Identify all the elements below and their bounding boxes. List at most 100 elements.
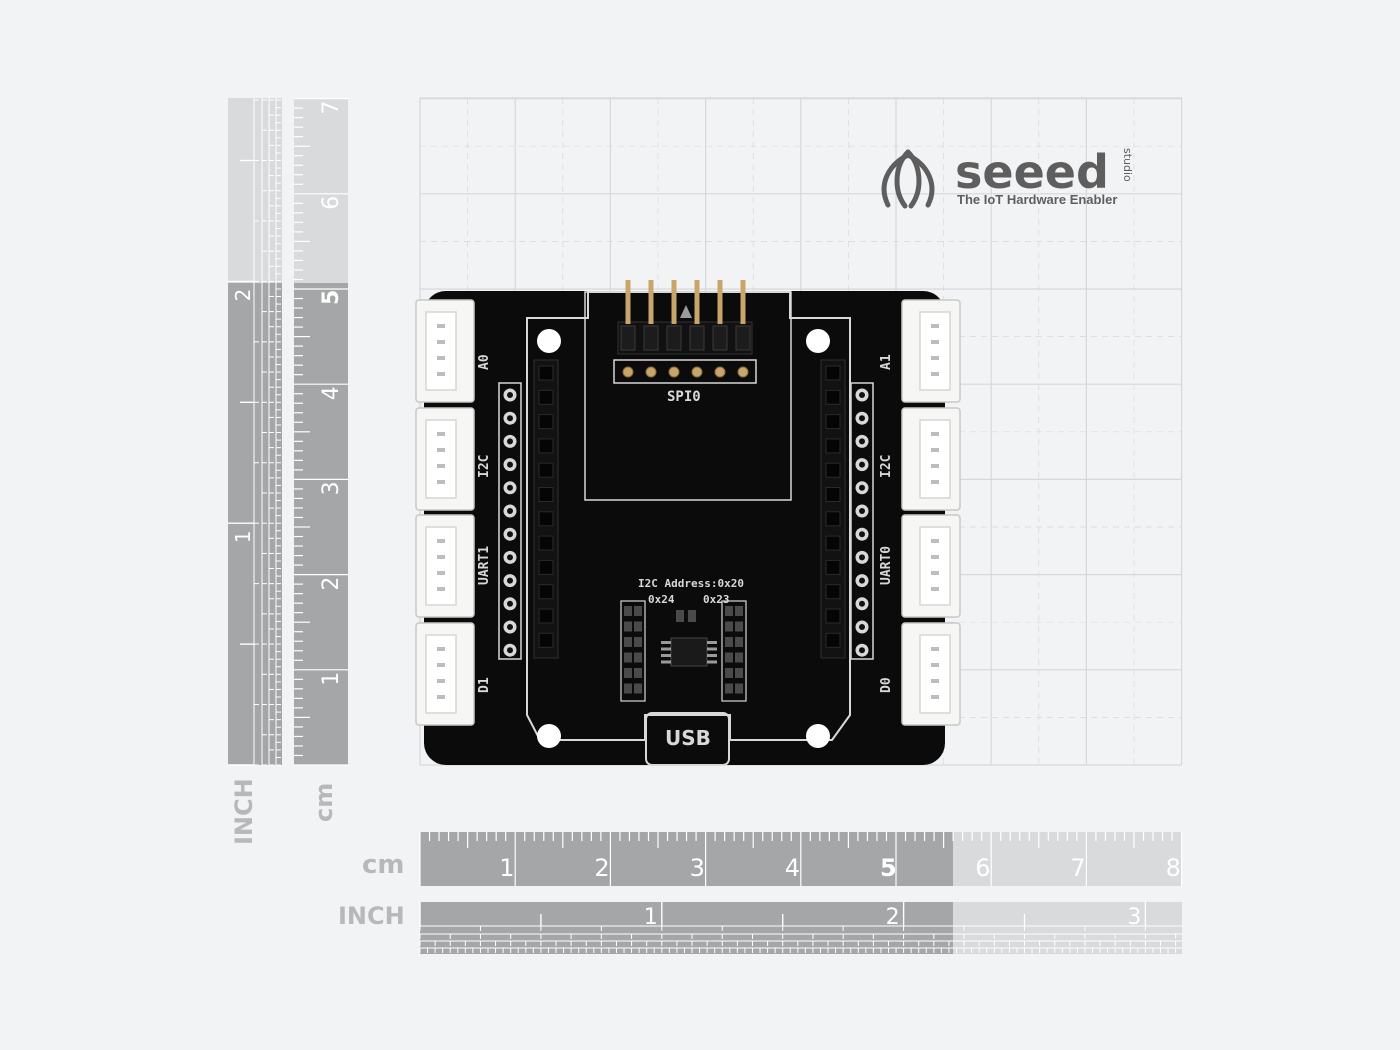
vertical-cm-label: cm [310,783,338,822]
header-socket [825,365,841,381]
jumper-pad [725,606,733,616]
jumper-pad [634,652,642,663]
jumper-pad [735,668,743,678]
header-socket [825,511,841,527]
ruler-number: 2 [319,577,344,591]
grove-pin [437,480,445,484]
jumper-pad [634,683,642,694]
grove-pin [931,356,939,360]
silk-connector-label: D0 [879,677,894,693]
grove-cavity [919,526,951,606]
spi-pad [622,366,634,378]
female-header-right [820,359,846,659]
header-socket [825,608,841,624]
grove-connector: A0 [415,299,492,403]
spi-pad [645,366,657,378]
grove-cavity [425,311,457,391]
jumper-pad [735,606,743,616]
pin-hole-center [859,647,865,654]
ruler-number: 3 [1127,905,1141,930]
grove-cavity [425,634,457,714]
grove-pin [437,555,445,559]
ruler-number: 3 [319,481,344,495]
ruler-number: 1 [644,905,658,930]
header-socket [538,632,554,648]
chip-leg [707,654,717,657]
grove-pin [437,571,445,575]
grove-pin [437,448,445,452]
grove-connector: D1 [415,622,492,726]
grove-pin [931,679,939,683]
chip-leg [707,660,717,664]
header-socket [825,389,841,405]
jumper-pad [624,683,632,694]
spi-pin-cell [620,325,636,351]
spi-pad [737,366,749,378]
header-socket [538,608,554,624]
header-socket [538,462,554,478]
header-socket [538,584,554,600]
pad-outline [721,600,747,702]
pin-hole-center [859,508,865,514]
jumper-pad [634,621,642,632]
logo-brand: seeed [955,145,1109,199]
seeed-logo: seeed studio The IoT Hardware Enabler [881,145,1134,209]
mount-hole [537,329,561,353]
jumper-pad [688,610,696,622]
mount-hole [806,724,830,748]
grove-pin [931,340,939,344]
grove-pin [931,480,939,484]
spi-pin [648,280,654,324]
pad-outline [620,600,646,702]
header-socket [538,511,554,527]
silk-spi: SPI0 [667,389,701,405]
grove-connector: UART0 [879,514,961,618]
ruler-number: 4 [785,854,800,882]
header-socket [538,365,554,381]
jumper-pad [676,610,684,622]
spi-housing [617,321,753,355]
spi-pad [691,366,703,378]
grove-pin [437,356,445,360]
pin-hole-center [507,554,513,561]
ruler-number: 7 [319,101,344,115]
silk-connector-label: I2C [477,455,492,478]
grove-pin [437,679,445,683]
spi-pin-cell [689,325,705,351]
usb-outline [645,712,730,766]
ruler-body-light [294,98,348,283]
jumper-pad [634,606,642,616]
pin-hole-center [859,484,865,491]
ruler-body-light [953,902,1182,954]
jumper-pad [725,652,733,663]
pin-hole-center [859,461,865,468]
grove-connector: A1 [879,299,961,403]
seeed-leaf-icon [881,149,935,209]
vertical-inch-label: INCH [230,778,258,845]
header-socket [825,584,841,600]
jumper-pad [624,637,632,647]
grove-cavity [919,419,951,499]
ruler-body [420,902,953,954]
grove-connector: UART1 [415,514,492,618]
jumper-pad [735,621,743,632]
header-socket [538,438,554,454]
spi-pin-cell [643,325,659,351]
pin-row-outline [498,382,522,660]
logo-sub: studio [1121,148,1134,182]
header-socket [538,414,554,430]
pin-row-left [498,382,522,660]
jumper-pad [725,621,733,632]
header-socket [825,414,841,430]
pin-hole-center [859,577,865,584]
chip-leg [707,641,717,644]
grove-pin [437,372,445,376]
logo-tagline: The IoT Hardware Enabler [957,192,1117,207]
pin-row-right [850,382,874,660]
grove-pin [931,647,939,651]
grove-cavity [919,311,951,391]
pin-hole-center [859,531,865,538]
